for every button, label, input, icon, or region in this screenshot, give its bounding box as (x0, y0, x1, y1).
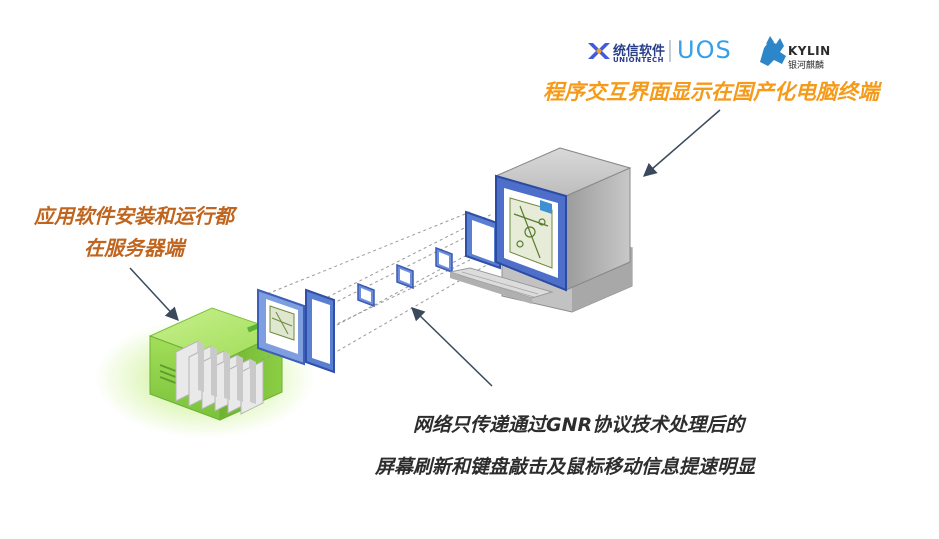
server-label: 应用软件安装和运行都 在服务器端 (10, 200, 258, 264)
pointer-arrow-network (411, 307, 493, 387)
screen-frame-3 (357, 282, 375, 308)
network-label-line1: 网络只传递通过GNR协议技术处理后的 (413, 414, 745, 436)
kylin-en-logo-text: KYLIN (788, 44, 831, 58)
client-terminal-label: 程序交互界面显示在国产化电脑终端 (543, 80, 879, 104)
uos-logo-text: UOS (677, 36, 732, 64)
network-label-line2: 屏幕刷新和键盘敲击及鼠标移动信息提速明显 (375, 456, 756, 478)
screen-frame-5 (435, 246, 453, 274)
screen-frame-4 (396, 263, 414, 290)
uniontech-logo-icon (588, 43, 610, 59)
kylin-logo-icon (760, 36, 786, 66)
pointer-arrow-server (129, 267, 179, 321)
kylin-cn-logo-text: 银河麒麟 (788, 61, 825, 71)
server-label-line1: 应用软件安装和运行都 (34, 204, 234, 228)
uniontech-en-logo-text: UNIONTECH (613, 56, 665, 64)
server-label-line2: 在服务器端 (84, 236, 184, 260)
screen-frame-2 (305, 288, 335, 374)
pointer-arrow-client (642, 109, 721, 177)
screen-frame-1 (257, 288, 305, 366)
uniontech-cn-logo-text: 统信软件 (613, 44, 666, 59)
network-label: 网络只传递通过GNR协议技术处理后的 屏幕刷新和键盘敲击及鼠标移动信息提速明显 (375, 404, 755, 488)
screen-frame-6 (465, 210, 501, 270)
client-computer (449, 147, 634, 313)
